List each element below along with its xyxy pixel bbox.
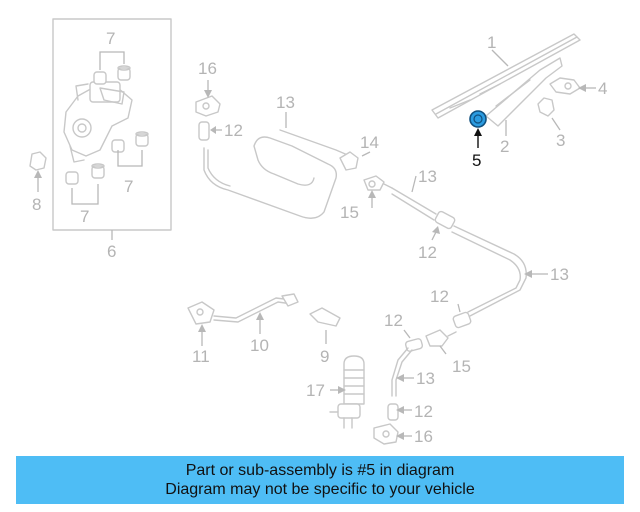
- callout-6: 6: [107, 242, 116, 261]
- banner-line-2: Diagram may not be specific to your vehi…: [165, 481, 475, 498]
- cap-part-3: [537, 97, 561, 131]
- callout-5: 5: [472, 151, 481, 170]
- callout-3: 3: [556, 131, 565, 150]
- callout-17: 17: [306, 381, 325, 400]
- washer-hose-part-13-run: [391, 175, 548, 317]
- callout-4: 4: [598, 79, 607, 98]
- hose-part-10: [213, 293, 299, 334]
- callout-9: 9: [320, 347, 329, 366]
- motor-assembly-group: [52, 18, 172, 240]
- callout-14: 14: [360, 133, 379, 152]
- wiper-motor: [63, 81, 133, 163]
- bushing-set-right: [111, 131, 149, 153]
- callout-12-top: 12: [224, 121, 243, 140]
- callout-13-bottom: 13: [416, 369, 435, 388]
- washer-pump-part-17: [329, 355, 365, 429]
- bushing-set-bottom: [65, 163, 105, 185]
- pivot-part-4: [549, 77, 596, 95]
- callout-7-right: 7: [124, 177, 133, 196]
- callout-7-top: 7: [106, 29, 115, 48]
- callout-8: 8: [32, 195, 41, 214]
- washer-hose-part-13-lower: [391, 347, 414, 397]
- callout-16-top: 16: [198, 59, 217, 78]
- joint-part-15-top: [363, 175, 393, 208]
- bushing-set-top: [93, 65, 131, 85]
- clip-part-12-lower: [403, 329, 424, 352]
- bracket-part-9: [309, 307, 341, 344]
- clip-part-12-top: [198, 121, 222, 141]
- callout-13-top: 13: [276, 93, 295, 112]
- callout-16-bottom: 16: [414, 427, 433, 446]
- callout-7-bottom: 7: [80, 207, 89, 226]
- check-valve-part-14: [339, 151, 371, 171]
- wiper-arm-part-2: [485, 57, 563, 136]
- highlighted-part-5: [469, 110, 487, 148]
- parts-diagram: 1 2 3 4 5 6 7 7 7 8 9 10 11 12 12 12 12 …: [29, 18, 607, 446]
- callout-12-bottom: 12: [414, 402, 433, 421]
- grommet-part-8: [29, 151, 47, 192]
- banner-line-1: Part or sub-assembly is #5 in diagram: [185, 462, 455, 479]
- connector-part-16-bottom: [373, 423, 412, 445]
- callout-15-bottom: 15: [452, 357, 471, 376]
- nozzle-part-11: [187, 301, 215, 346]
- joint-part-15-bottom: [425, 329, 457, 355]
- wiper-blade-part-1: [431, 33, 581, 119]
- callout-15-top: 15: [340, 203, 359, 222]
- callout-2: 2: [500, 137, 509, 156]
- callout-13-mid: 13: [418, 167, 437, 186]
- callout-12-right: 12: [430, 287, 449, 306]
- clip-part-12-right: [452, 303, 472, 329]
- info-banner: Part or sub-assembly is #5 in diagram Di…: [16, 456, 624, 504]
- callout-13-right: 13: [550, 265, 569, 284]
- callout-12-lower: 12: [384, 311, 403, 330]
- callout-11: 11: [192, 347, 210, 366]
- callout-12-mid: 12: [418, 243, 437, 262]
- callout-1: 1: [487, 33, 496, 52]
- callout-10: 10: [250, 336, 269, 355]
- clip-part-12-bottom: [387, 403, 412, 421]
- connector-part-16-top: [195, 80, 221, 117]
